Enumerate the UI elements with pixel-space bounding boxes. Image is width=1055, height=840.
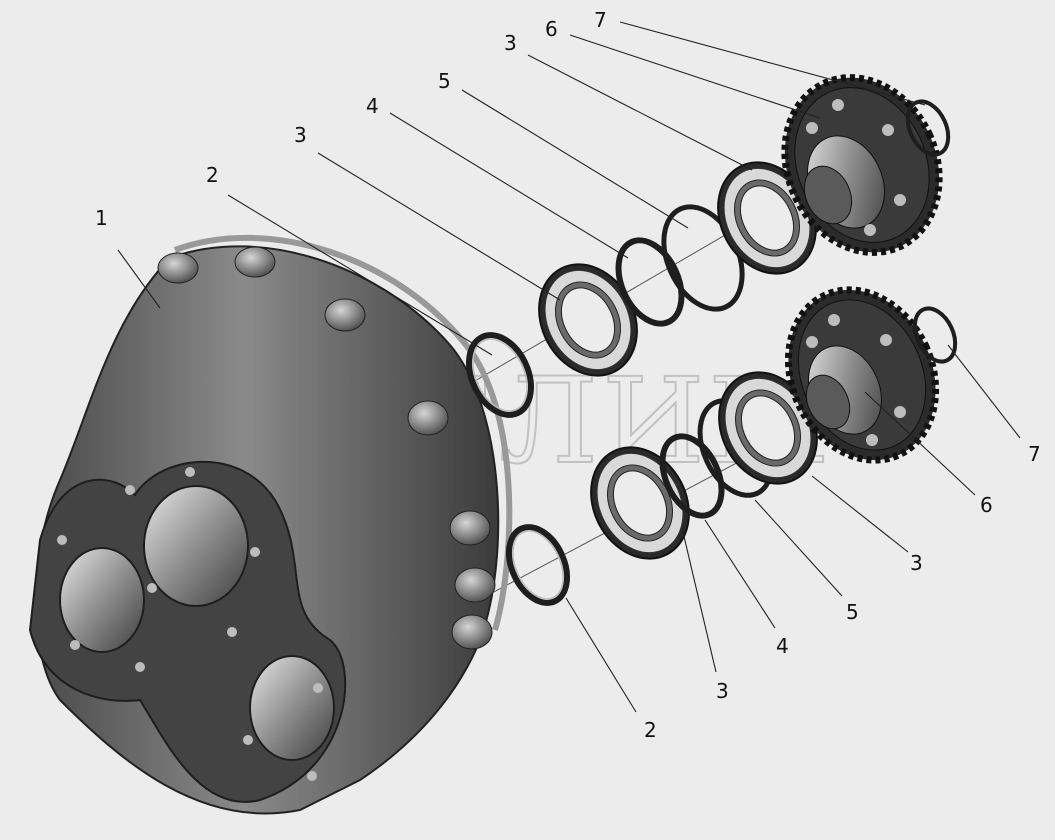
gear-part-6-upper bbox=[781, 74, 943, 256]
leader-6-top bbox=[569, 34, 821, 119]
bolt-hole bbox=[250, 547, 260, 557]
ring-part-4-upper bbox=[615, 237, 685, 327]
housing-boss bbox=[407, 400, 449, 436]
housing-part-1 bbox=[28, 234, 513, 815]
leader-3-a bbox=[317, 152, 561, 301]
callout-5-bottom: 5 bbox=[846, 600, 859, 624]
gear-part-6-lower bbox=[784, 286, 940, 464]
callout-3-b: 3 bbox=[504, 31, 517, 55]
leader-4-bottom bbox=[704, 519, 776, 629]
callout-3-c: 3 bbox=[716, 679, 729, 703]
callout-6-top: 6 bbox=[545, 17, 558, 41]
bolt-hole bbox=[313, 683, 323, 693]
leader-7-top bbox=[619, 21, 926, 106]
bolt-hole bbox=[135, 662, 145, 672]
housing-boss bbox=[157, 252, 199, 284]
bolt-hole bbox=[147, 583, 157, 593]
housing-boss bbox=[234, 246, 276, 278]
bolt-hole bbox=[243, 735, 253, 745]
bolt-hole bbox=[227, 627, 237, 637]
housing-bore-lower bbox=[249, 655, 335, 761]
leader-7-bottom bbox=[947, 344, 1021, 439]
leader-2-bottom bbox=[565, 597, 637, 713]
leader-3-d bbox=[811, 475, 909, 553]
leader-5-top bbox=[461, 89, 689, 229]
bolt-hole bbox=[57, 535, 67, 545]
leader-lines bbox=[117, 21, 1021, 713]
housing-boss bbox=[324, 298, 366, 332]
callout-6-bottom: 6 bbox=[980, 493, 993, 517]
leader-2-top bbox=[227, 194, 493, 356]
snap-ring-part-2-lower bbox=[505, 524, 571, 606]
snap-ring-part-2-upper bbox=[466, 332, 534, 418]
snap-ring-part-7-lower bbox=[912, 306, 958, 364]
callout-2-top: 2 bbox=[206, 163, 219, 187]
callout-labels: 1 2 3 4 5 3 6 7 7 6 3 5 4 3 2 bbox=[95, 8, 1041, 742]
leader-6-bottom bbox=[864, 391, 976, 496]
bolt-hole bbox=[185, 467, 195, 477]
leader-5-bottom bbox=[754, 499, 843, 597]
callout-3-d: 3 bbox=[910, 551, 923, 575]
leader-1 bbox=[117, 249, 161, 309]
leader-3-c bbox=[681, 527, 717, 673]
ring-part-4-lower bbox=[659, 433, 725, 519]
bearing-part-3-upper-b bbox=[717, 161, 817, 275]
callout-1: 1 bbox=[95, 206, 108, 230]
callout-4-bottom: 4 bbox=[776, 634, 789, 658]
callout-4-top: 4 bbox=[366, 94, 379, 118]
bearing-part-3-lower-b bbox=[718, 371, 818, 485]
callout-3-a: 3 bbox=[294, 123, 307, 147]
callout-7-top: 7 bbox=[594, 8, 607, 32]
callout-2-bottom: 2 bbox=[644, 718, 657, 742]
leader-3-b bbox=[527, 54, 753, 171]
bolt-hole bbox=[125, 485, 135, 495]
callout-7-bottom: 7 bbox=[1028, 442, 1041, 466]
bearing-part-3-upper-a bbox=[538, 263, 638, 377]
housing-bore-left bbox=[59, 547, 145, 653]
housing-boss bbox=[454, 567, 496, 603]
bolt-hole bbox=[70, 640, 80, 650]
callout-5-top: 5 bbox=[438, 69, 451, 93]
housing-boss bbox=[449, 510, 491, 546]
bolt-hole bbox=[307, 771, 317, 781]
housing-bore-upper bbox=[143, 485, 249, 607]
housing-boss bbox=[451, 614, 493, 650]
leader-4-top bbox=[389, 112, 629, 259]
